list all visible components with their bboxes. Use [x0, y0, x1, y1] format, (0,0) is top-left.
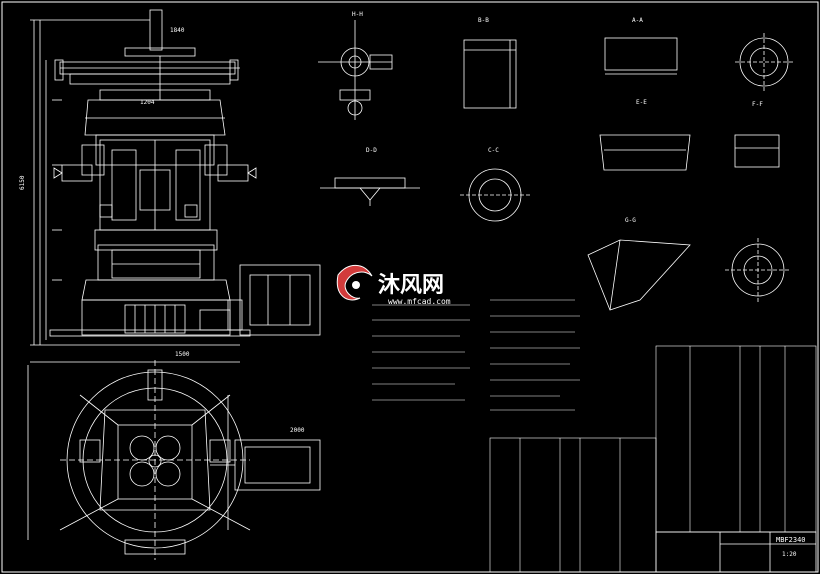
section-view-dd — [320, 177, 420, 206]
flange-view — [735, 33, 793, 91]
view-label-dd: D-D — [366, 147, 377, 154]
title-block-model: MBF2340 — [776, 536, 806, 544]
dim-label-2: 1204 — [140, 99, 155, 106]
detail-view-h — [318, 20, 393, 120]
section-view-gg — [587, 239, 691, 311]
view-label-1: B-B — [478, 17, 489, 24]
plan-dim-label: 2000 — [290, 427, 305, 434]
title-block — [655, 531, 817, 573]
section-view-ee — [599, 134, 691, 171]
plan-view — [27, 360, 321, 560]
dim-label-height: 6150 — [19, 175, 26, 190]
dim-label-1: 1840 — [170, 27, 185, 34]
section-view-1 — [463, 39, 517, 109]
view-label-h: H-H — [352, 11, 363, 18]
dim-label-width: 1500 — [175, 351, 190, 358]
section-view-ff — [734, 134, 780, 168]
title-block-scale: 1:20 — [782, 551, 797, 558]
view-label-ee: E-E — [636, 99, 647, 106]
section-view-cc — [460, 168, 530, 222]
technical-notes — [372, 299, 580, 411]
view-label-aa: A-A — [632, 17, 643, 24]
detail-view-ring — [725, 238, 790, 302]
watermark-logo — [336, 264, 373, 301]
watermark-site: www.mfcad.com — [388, 297, 451, 306]
section-view-aa — [604, 37, 678, 75]
view-label-cc: C-C — [488, 147, 499, 154]
watermark-brand: 沐风网 — [378, 273, 444, 298]
view-label-gg: G-G — [625, 217, 636, 224]
main-elevation-view — [30, 9, 321, 346]
view-label-ff: F-F — [752, 101, 763, 108]
